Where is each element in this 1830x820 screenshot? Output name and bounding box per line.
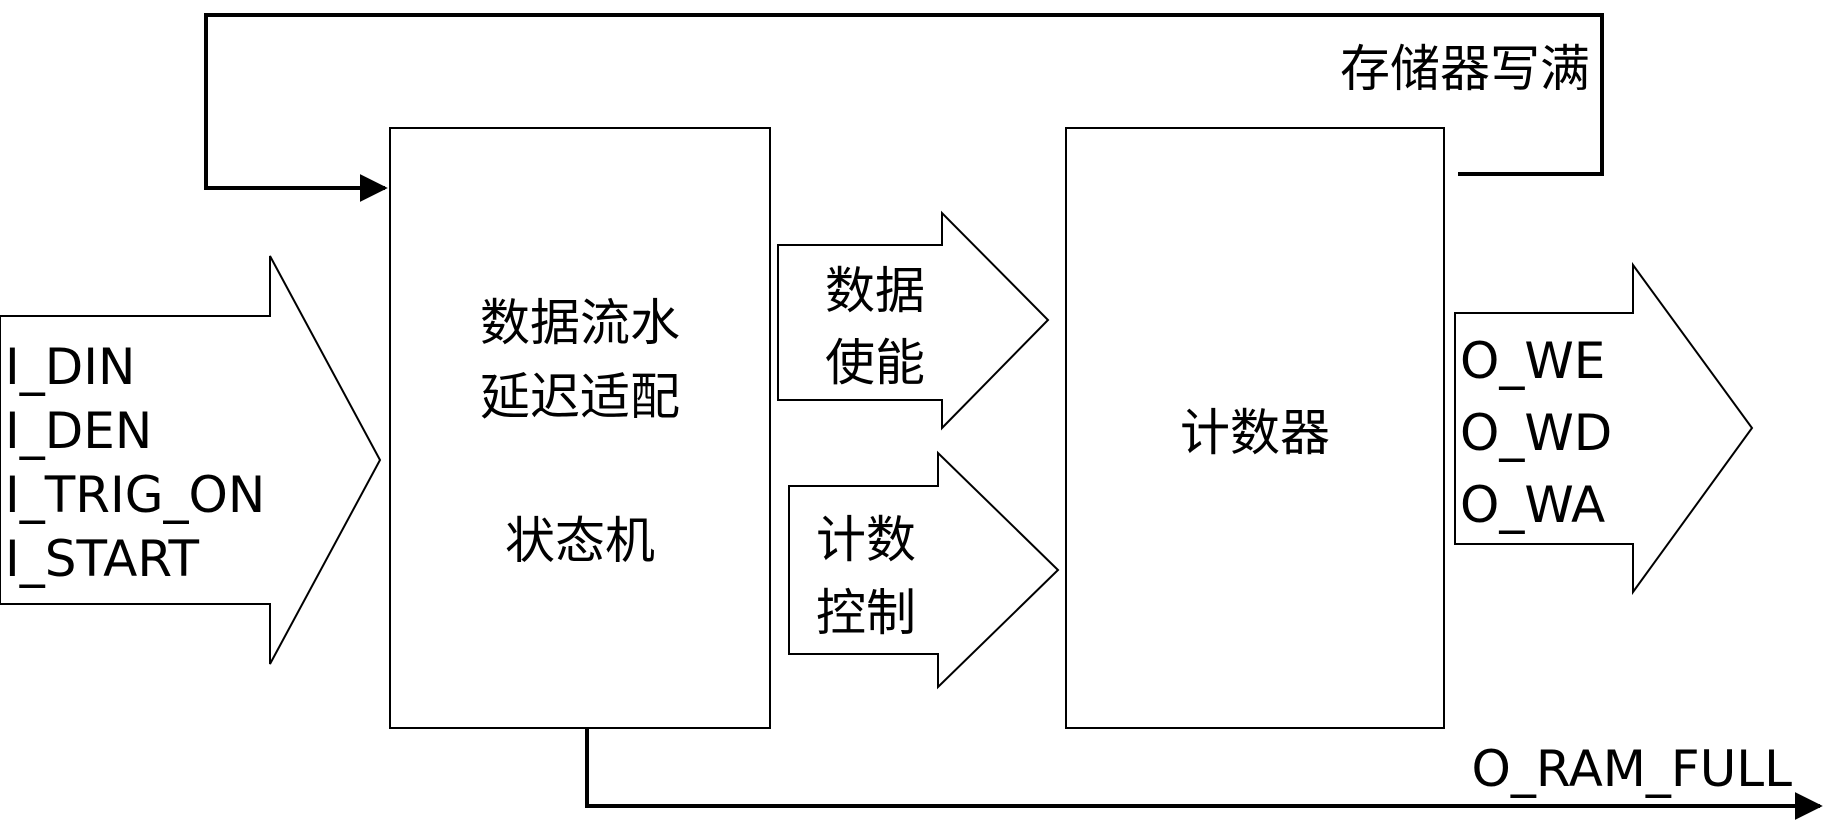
state-machine-subtitle: 状态机 — [505, 512, 655, 570]
ram-full-label: O_RAM_FULL — [1472, 740, 1793, 798]
counter-block — [1065, 127, 1445, 729]
input-signal-din: I_DIN — [5, 338, 135, 396]
state-machine-block — [389, 127, 771, 729]
count-control-line-2: 控制 — [816, 584, 916, 642]
input-signal-trig-on: I_TRIG_ON — [5, 466, 265, 524]
memory-full-feedback-wire — [204, 13, 1604, 202]
state-machine-line-2: 延迟适配 — [480, 368, 680, 426]
input-signal-den: I_DEN — [5, 402, 152, 460]
data-enable-line-1: 数据 — [825, 262, 925, 320]
output-signals-arrow — [1454, 261, 1754, 596]
ram-full-output-wire — [585, 729, 1823, 820]
count-control-arrow — [788, 450, 1060, 690]
state-machine-line-1: 数据流水 — [480, 294, 680, 352]
input-signals-arrow — [0, 255, 382, 665]
output-signal-wd: O_WD — [1460, 404, 1612, 462]
data-enable-line-2: 使能 — [825, 334, 925, 392]
output-signal-wa: O_WA — [1460, 476, 1605, 534]
input-signal-start: I_START — [5, 530, 199, 588]
counter-label: 计数器 — [1180, 404, 1330, 462]
count-control-line-1: 计数 — [816, 511, 916, 569]
data-enable-arrow — [777, 210, 1050, 431]
output-signal-we: O_WE — [1460, 332, 1605, 390]
memory-full-label: 存储器写满 — [1340, 40, 1590, 98]
